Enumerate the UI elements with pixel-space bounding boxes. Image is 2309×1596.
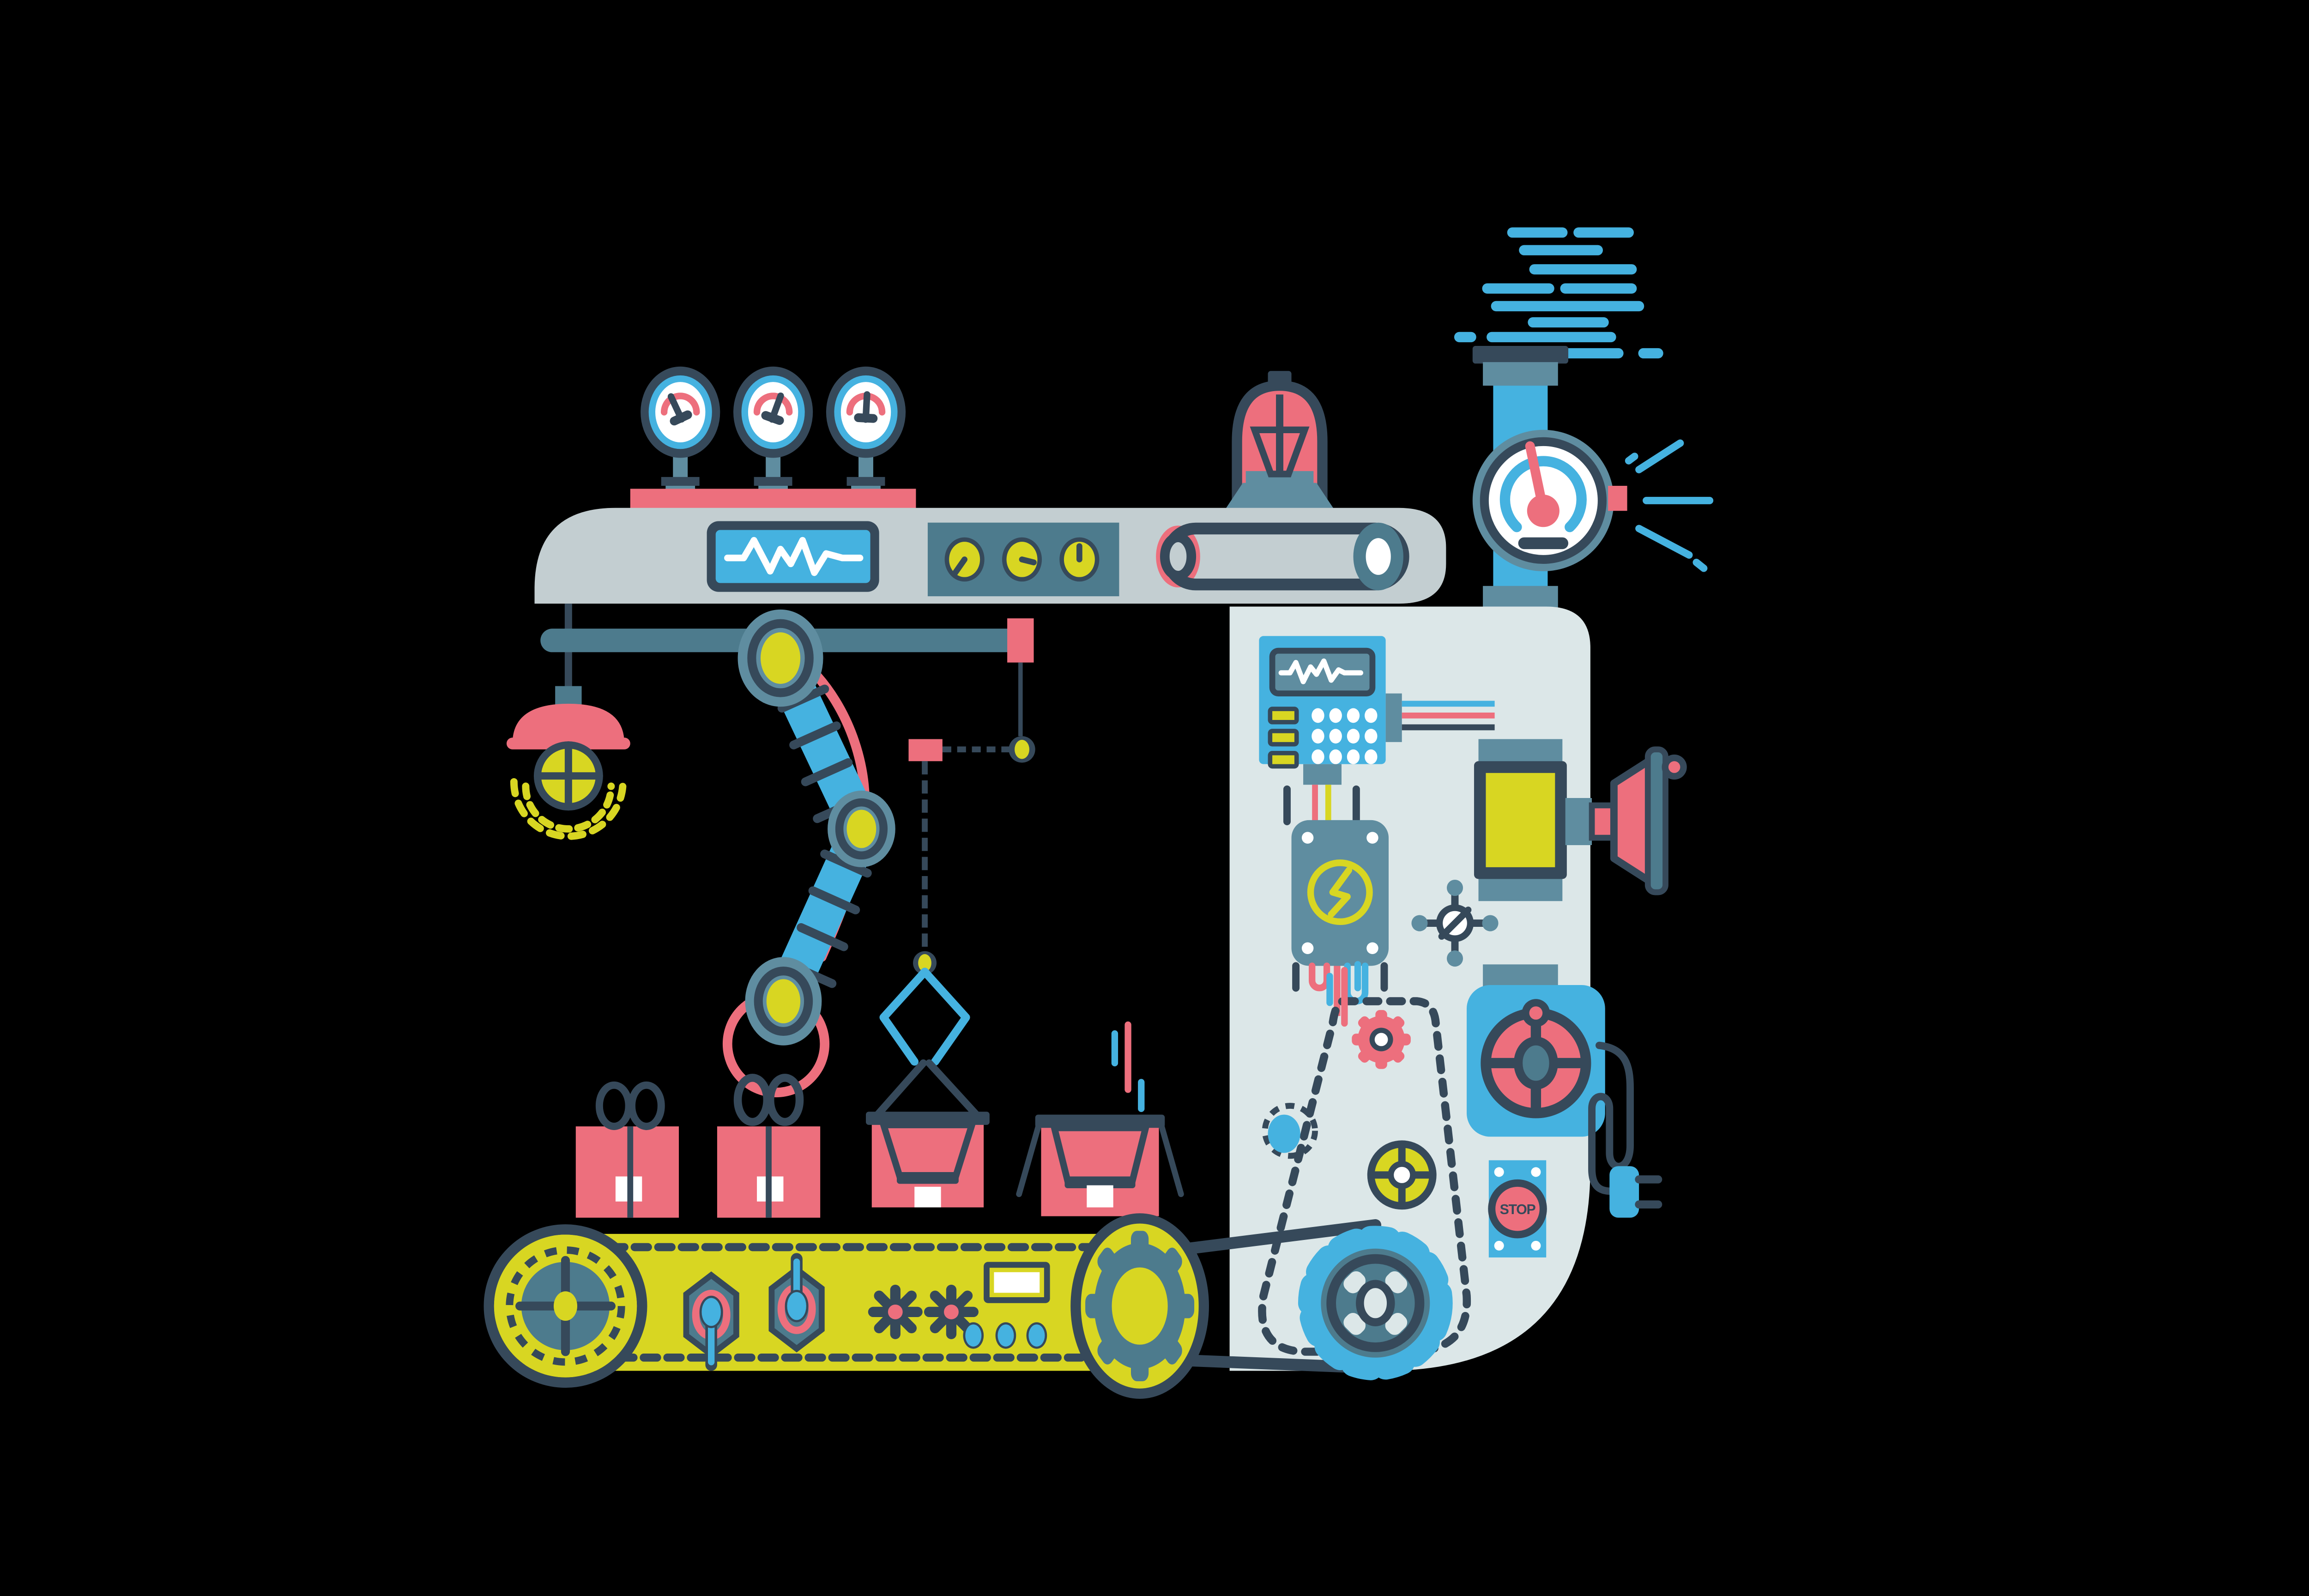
- valve-window: [1486, 773, 1555, 867]
- belt-wheel: [484, 1224, 647, 1388]
- knob-panel: [927, 522, 1119, 597]
- knob-2: [1002, 537, 1042, 582]
- panel-connector: [1385, 693, 1402, 742]
- power-box: [1291, 820, 1389, 1016]
- beam-end-connector: [1007, 618, 1034, 663]
- gauge-3: [826, 366, 906, 509]
- robot-arm: [540, 609, 1035, 1118]
- plug-icon: [1609, 1166, 1639, 1218]
- grab-claw: [874, 951, 980, 1118]
- waveform-icon: [724, 537, 864, 576]
- pipe-mid-collar: [1483, 586, 1558, 610]
- panel-indicator-lights: [1268, 707, 1299, 769]
- pipe-top-collar: [1483, 362, 1558, 386]
- yellow-pulley-icon: [1367, 1140, 1437, 1210]
- cross-valve-icon: [1411, 879, 1499, 967]
- gauge-arc: [1499, 456, 1587, 532]
- panel-waveform-icon: [1278, 658, 1364, 684]
- siren-lamp: [1225, 371, 1335, 509]
- box-open-lifted: [866, 1112, 990, 1208]
- oscilloscope-screen: [707, 521, 879, 592]
- valve-box: [1474, 739, 1687, 901]
- piston: [1156, 522, 1409, 591]
- hoist-connector: [908, 739, 943, 762]
- box-closed-2: [717, 1074, 821, 1218]
- sparkle-dashes-icon: [1111, 1021, 1145, 1112]
- relief-port: [1608, 485, 1627, 511]
- arm-joint-mid: [828, 791, 895, 867]
- gauge-dial-arc: [660, 393, 700, 416]
- gift-boxes: [575, 1021, 1184, 1218]
- box-open-2: [1016, 1114, 1184, 1216]
- siren-filament: [1250, 426, 1310, 478]
- lamp-glow-arc: [522, 782, 615, 833]
- hanging-lamp: [506, 604, 630, 840]
- arm-joint-top: [737, 609, 823, 707]
- knob-1: [944, 537, 985, 582]
- pressure-gauge: [1472, 429, 1714, 572]
- panel-keypad: [1312, 708, 1378, 764]
- steam-spray-icon: [1625, 439, 1714, 572]
- toggle-switch-up: [768, 1253, 825, 1353]
- stop-button: STOP: [1488, 1160, 1547, 1257]
- siren-base: [1225, 483, 1335, 509]
- blue-drive-gear: [1298, 1226, 1453, 1381]
- pipe-top-flange: [1472, 346, 1569, 364]
- conveyor: [484, 1213, 1453, 1399]
- dashed-circle-icon: [1262, 1103, 1318, 1159]
- red-gear-icon: [1352, 1010, 1411, 1069]
- knob-3: [1059, 537, 1100, 582]
- lamp-shade: [512, 703, 625, 744]
- toggle-switch-down: [683, 1271, 739, 1371]
- gauge-base-bar: [630, 489, 916, 511]
- smoke-dashes-icon: [1454, 227, 1663, 359]
- power-cord: [1588, 1041, 1662, 1218]
- arm-joint-bottom: [745, 957, 822, 1046]
- flower-gear-1: [868, 1284, 923, 1339]
- yellow-drive-gear: [1070, 1213, 1209, 1399]
- belt-indicator-dots: [963, 1322, 1047, 1349]
- belt-display: [984, 1262, 1050, 1303]
- gear-chain: [1258, 961, 1471, 1356]
- lightning-bolt-icon: [1328, 867, 1353, 918]
- hand-wheel: [1467, 964, 1605, 1137]
- flower-gear-2: [924, 1284, 979, 1339]
- gauge-trio: [630, 366, 916, 511]
- box-closed-1: [575, 1081, 679, 1218]
- control-panel: [1259, 636, 1495, 825]
- stop-label: STOP: [1500, 1202, 1536, 1217]
